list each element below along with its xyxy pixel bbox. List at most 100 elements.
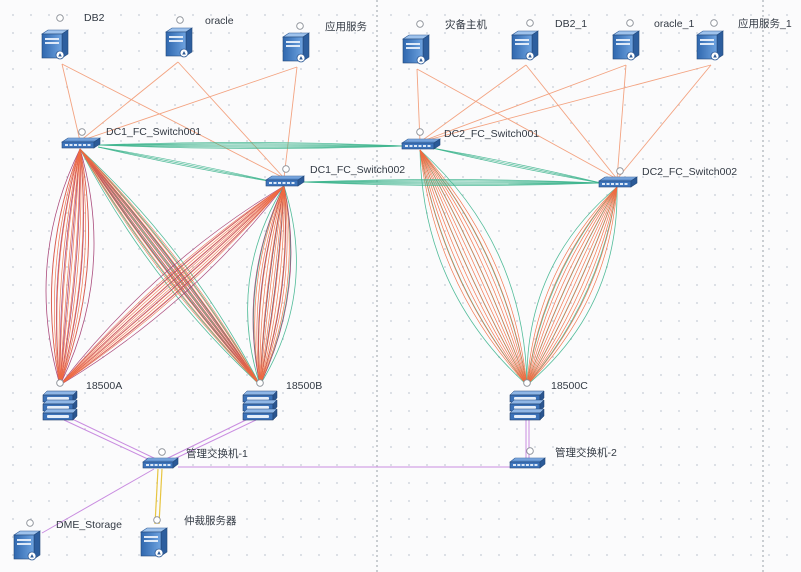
node-db2-1[interactable] [511,30,539,61]
server-icon [140,527,168,558]
fc-switch-icon [61,137,101,149]
fc-link [258,185,285,386]
fc-link [526,186,618,386]
fc-link [526,186,618,386]
status-dot-icon [56,379,64,387]
fc-link [419,149,528,386]
node-label-dme: DME_Storage [56,519,122,531]
fc-link [301,181,602,184]
fc-link [259,185,285,386]
fc-link [419,149,528,386]
fc-link [256,185,285,386]
node-18500b[interactable] [242,390,278,421]
fc-link [59,148,82,386]
host-link [419,64,627,143]
node-app-1[interactable] [696,30,724,61]
status-dot-icon [256,379,264,387]
host-link [61,63,285,179]
fc-switch-icon [401,138,441,150]
node-oracle-1[interactable] [612,30,640,61]
server-icon [402,34,430,65]
node-label-oracle-1: oracle_1 [654,18,694,30]
fc-link [254,185,285,386]
node-dc2-sw2[interactable] [598,176,638,188]
fc-link [419,149,528,386]
status-dot-icon [416,128,424,136]
fc-link [259,185,292,386]
node-dr-host[interactable] [402,34,430,65]
node-db2[interactable] [41,29,69,60]
mgmt-link [169,419,257,462]
status-dot-icon [616,167,624,175]
status-dot-icon [176,16,184,24]
fc-link [431,147,602,184]
fc-link [59,185,285,386]
node-mgmt-sw1[interactable] [142,457,179,469]
host-link [79,66,298,142]
fc-link [526,186,618,386]
node-18500c[interactable] [509,390,545,421]
fc-link [419,149,528,386]
node-label-app-1: 应用服务_1 [738,17,792,30]
fc-link [45,148,81,386]
fc-link [59,148,84,386]
fc-link [79,148,261,386]
fc-link [79,148,261,386]
host-link [79,61,179,142]
node-dme[interactable] [13,530,41,561]
fc-link [59,185,285,386]
status-dot-icon [153,516,161,524]
fc-switch-icon [598,176,638,188]
storage-array-icon [242,390,278,421]
fc-link [59,148,81,386]
node-oracle[interactable] [165,27,193,58]
fc-link [59,148,87,386]
fc-link [97,146,275,183]
status-dot-icon [526,19,534,27]
node-mgmt-sw2[interactable] [509,457,546,469]
fc-link [59,185,285,386]
node-label-18500a: 18500A [86,380,122,392]
node-label-db2: DB2 [84,12,105,24]
node-dc1-sw2[interactable] [265,175,305,187]
fc-link [526,186,618,386]
fc-link [97,146,275,183]
server-icon [511,30,539,61]
fc-link [259,185,290,386]
node-label-18500c: 18500C [551,380,588,392]
status-dot-icon [56,14,64,22]
fc-switch-icon [265,175,305,187]
node-label-mgmt-sw2: 管理交换机-2 [555,446,617,459]
fc-link [301,180,602,184]
status-dot-icon [416,20,424,28]
fc-link [59,148,81,386]
node-label-dc1-sw2: DC1_FC_Switch002 [310,164,405,176]
fc-link [259,185,286,386]
fc-link [59,148,89,386]
fc-link [58,148,81,386]
fc-link [301,181,602,185]
links-layer [41,61,712,534]
status-dot-icon [26,519,34,527]
host-link [61,63,81,142]
mgmt-link [67,416,157,460]
fc-link [79,148,261,386]
node-dc1-sw1[interactable] [61,137,101,149]
arbiter-link [158,468,163,525]
fc-link [97,144,405,149]
fc-link [526,186,618,386]
fc-link [79,148,261,386]
node-label-db2-1: DB2_1 [555,18,587,30]
fc-link [79,148,261,386]
node-app[interactable] [282,32,310,63]
node-18500a[interactable] [42,390,78,421]
node-dc2-sw1[interactable] [401,138,441,150]
fc-link [259,185,285,386]
fc-link [59,185,285,386]
fc-link [526,186,618,386]
server-icon [165,27,193,58]
storage-array-icon [42,390,78,421]
fc-link [59,148,81,386]
node-arbiter[interactable] [140,527,168,558]
